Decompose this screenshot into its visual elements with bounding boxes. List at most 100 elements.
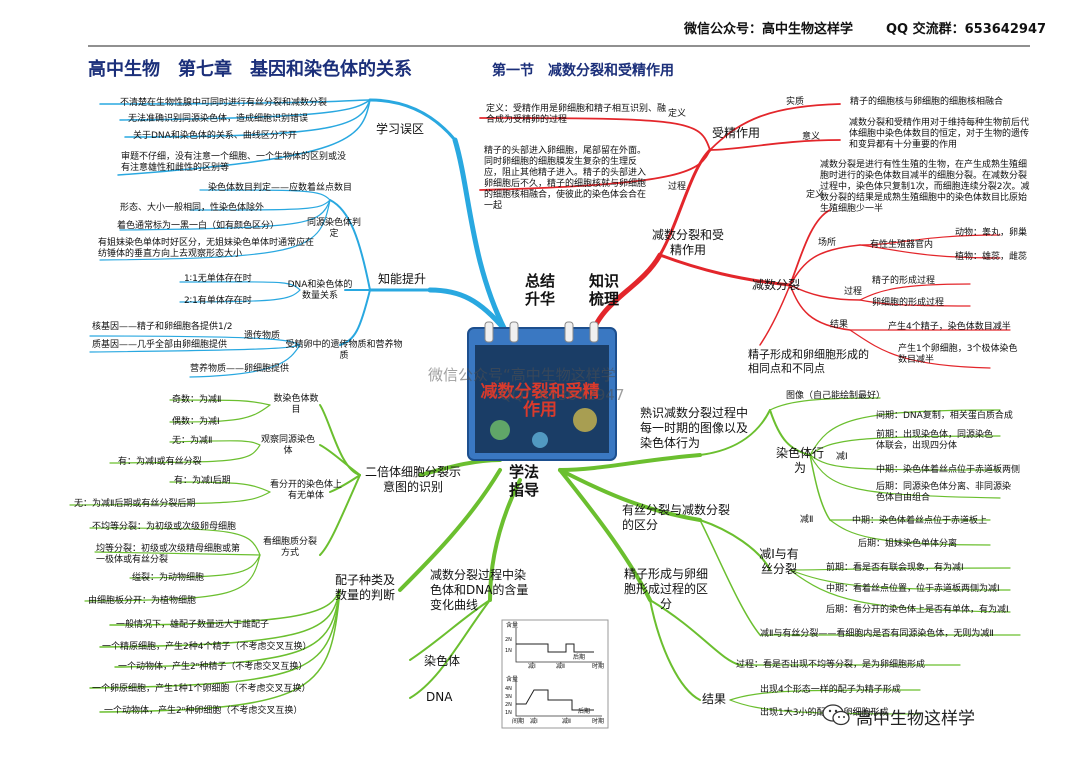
homolog-item: 染色体数目判定——应数着丝点数目 bbox=[208, 183, 353, 193]
node-observe-homolog: 观察同源染色体 bbox=[260, 435, 315, 456]
node-meiosis-fert: 减数分裂和受精作用 bbox=[651, 228, 724, 257]
section-title: 第一节 减数分裂和受精作用 bbox=[492, 63, 674, 79]
red-branches bbox=[479, 103, 1011, 369]
curve-chart bbox=[501, 619, 609, 729]
homolog-item: 有姐妹染色单体时好区分，无姐妹染色单体时通常应在纺锤体的垂直方向上去观察形态大小 bbox=[98, 238, 315, 259]
m1-vs-item: 中期：看着丝点位置，位于赤道板两侧为减Ⅰ bbox=[826, 584, 1000, 594]
m1-item: 后期：同源染色体分离、非同源染色体自由组合 bbox=[876, 482, 1012, 503]
chart-x-label: 减Ⅰ bbox=[528, 663, 536, 670]
cytoplasm-item: 不均等分裂：为初级或次级卵母细胞 bbox=[92, 522, 237, 532]
node-count-chrom: 数染色体数目 bbox=[273, 394, 319, 415]
node-learning-mistakes: 学习误区 bbox=[376, 122, 425, 136]
chart-x-label: 减Ⅱ bbox=[556, 663, 565, 670]
gamete-item: 一个动物体，产生2ⁿ种卵细胞（不考虑交叉互换） bbox=[104, 706, 303, 716]
curve-dna-label: DNA bbox=[426, 690, 453, 704]
node-dna-ratio: DNA和染色体的数量关系 bbox=[287, 280, 353, 301]
blue-branches bbox=[89, 98, 508, 378]
chart-tick: 2N bbox=[505, 702, 512, 708]
count-item: 奇数：为减Ⅱ bbox=[172, 395, 222, 405]
node-fert-meaning: 意义 bbox=[802, 132, 821, 142]
meiosis-result-item: 产生1个卵细胞，3个极体染色数目减半 bbox=[898, 344, 1018, 365]
homolog-item: 着色通常标为一黑一白（如有颜色区分） bbox=[117, 221, 280, 231]
meiosis-process-item: 卵细胞的形成过程 bbox=[872, 298, 945, 308]
gamete-item: 一个动物体，产生2ⁿ种精子（不考虑交叉互换） bbox=[118, 662, 308, 672]
fert-essence-text: 精子的细胞核与卵细胞的细胞核相融合 bbox=[850, 97, 1004, 107]
egg-item: 质基因——几乎全部由卵细胞提供 bbox=[92, 340, 228, 350]
chromosome-curve bbox=[515, 628, 602, 663]
images-figure: 图像（自己能绘制最好） bbox=[786, 391, 886, 401]
meiosis-process-item: 精子的形成过程 bbox=[872, 276, 936, 286]
meiosis-plant: 植物：雄蕊，雌蕊 bbox=[955, 252, 1028, 262]
homolog-observe-item: 无：为减Ⅱ bbox=[172, 436, 213, 446]
hub-knowledge: 知识梳理 bbox=[588, 272, 619, 308]
chart-axis bbox=[515, 628, 602, 663]
node-curves: 减数分裂过程中染色体和DNA的含量变化曲线 bbox=[430, 568, 529, 612]
sperm-egg-result-item: 出现4个形态一样的配子为精子形成 bbox=[760, 685, 901, 695]
node-homolog-judge: 同源染色体判定 bbox=[307, 218, 362, 239]
chart-x-label: 时期 bbox=[592, 718, 605, 725]
fert-process-text: 精子的头部进入卵细胞，尾部留在外面。同时卵细胞的细胞膜发生复杂的生理反应，阻止其… bbox=[484, 146, 647, 211]
meiosis-place-item: 有性生殖器官内 bbox=[870, 240, 934, 250]
curve-chrom-label: 染色体 bbox=[424, 654, 461, 668]
node-separated-single: 看分开的染色体上有无单体 bbox=[269, 480, 342, 501]
node-genetic-material: 遗传物质 bbox=[244, 331, 281, 341]
homolog-item: 形态、大小一般相同，性染色体除外 bbox=[120, 203, 265, 213]
chart-tick: 2N bbox=[505, 637, 512, 643]
footer-logo-text: 高中生物这样学 bbox=[856, 709, 975, 729]
m1-vs-item: 前期：看是否有联会现象，有为减Ⅰ bbox=[826, 563, 964, 573]
chart-y-title: 含量 bbox=[506, 622, 519, 629]
chart-x-label: 减Ⅰ bbox=[530, 718, 538, 725]
wechat-logo-icon bbox=[822, 704, 850, 726]
node-m1-vs-mitosis: 减Ⅰ与有丝分裂 bbox=[759, 547, 799, 576]
cytoplasm-item: 缢裂：为动物细胞 bbox=[132, 573, 205, 583]
center-image bbox=[467, 321, 617, 461]
gamete-item: 一般情况下，雄配子数量远大于雌配子 bbox=[116, 620, 270, 630]
m1-item: 间期：DNA复制，相关蛋白质合成 bbox=[876, 411, 1013, 421]
qq-label: QQ 交流群：653642947 bbox=[886, 22, 1047, 37]
gamete-item: 一个卵原细胞，产生1种1个卵细胞（不考虑交叉互换） bbox=[92, 684, 311, 694]
node-cytoplasm: 看细胞质分裂方式 bbox=[262, 537, 317, 558]
green-branches bbox=[69, 397, 1021, 715]
center-image-text: 减数分裂和受精作用 bbox=[480, 382, 600, 420]
mistake-item: 无法准确识别同源染色体，造成细胞识别错误 bbox=[128, 114, 309, 124]
hub-method: 学法指导 bbox=[508, 463, 539, 499]
mistake-item: 关于DNA和染色体的关系、曲线区分不开 bbox=[133, 131, 297, 141]
egg-item: 核基因——精子和卵细胞各提供1/2 bbox=[92, 322, 233, 332]
dna-ratio-item: 2∶1有单体存在时 bbox=[184, 296, 252, 306]
node-images: 熟识减数分裂过程中每一时期的图像以及染色体行为 bbox=[640, 406, 749, 450]
single-item: 有：为减Ⅰ后期 bbox=[174, 476, 231, 486]
node-meiosis-result: 结果 bbox=[830, 320, 849, 330]
cytoplasm-item: 均等分裂：初级或次级精母细胞或第一极体或有丝分裂 bbox=[96, 544, 241, 565]
watermark-wechat: 微信公众号“高中生物这样学 bbox=[428, 366, 616, 384]
node-ability: 知能提升 bbox=[378, 272, 427, 286]
chart-tick: 4N bbox=[505, 686, 512, 692]
fert-definition-text: 定义：受精作用是卵细胞和精子相互识别、融合成为受精卵的过程 bbox=[486, 104, 667, 125]
fert-meaning-text: 减数分裂和受精作用对于维持每种生物前后代体细胞中染色体数目的恒定，对于生物的遗传… bbox=[849, 118, 1030, 150]
chart-y-title: 含量 bbox=[506, 676, 519, 683]
mistake-item: 不清楚在生物性腺中可同时进行有丝分裂和减数分裂 bbox=[120, 98, 328, 108]
dna-curve bbox=[515, 680, 602, 717]
node-m1: 减Ⅰ bbox=[836, 452, 848, 462]
node-meiosis-process: 过程 bbox=[844, 287, 863, 297]
chromosome-line bbox=[516, 643, 594, 653]
cytoplasm-item: 由细胞板分开：为植物细胞 bbox=[88, 596, 197, 606]
node-diploid: 二倍体细胞分裂示意图的识别 bbox=[364, 465, 461, 494]
count-item: 偶数：为减Ⅰ bbox=[172, 417, 220, 427]
m1-item: 前期：出现染色体，同源染色体联会，出现四分体 bbox=[876, 430, 994, 451]
node-meiosis-definition: 定义 bbox=[806, 190, 825, 200]
node-fert-essence: 实质 bbox=[786, 97, 805, 107]
chart-axis bbox=[515, 680, 602, 717]
m2-item: 中期：染色体着丝点位于赤道板上 bbox=[852, 516, 988, 526]
wechat-label: 微信公众号：高中生物这样学 bbox=[684, 22, 854, 37]
m1-item: 中期：染色体着丝点位于赤道板两侧 bbox=[876, 465, 1021, 475]
m2-item: 后期：姐妹染色单体分离 bbox=[858, 539, 958, 549]
chart-x-label: 后期 bbox=[578, 708, 591, 715]
node-fertilization: 受精作用 bbox=[712, 126, 761, 140]
node-fert-definition: 定义 bbox=[668, 109, 687, 119]
single-item: 无：为减Ⅱ后期或有丝分裂后期 bbox=[74, 499, 196, 509]
chart-tick: 3N bbox=[505, 694, 512, 700]
node-sperm-egg: 精子形成与卵细胞形成过程的区分 bbox=[623, 567, 708, 611]
meiosis-animal: 动物：睾丸，卵巢 bbox=[955, 228, 1028, 238]
chart-tick: 1N bbox=[505, 710, 512, 716]
node-egg-material: 受精卵中的遗传物质和营养物质 bbox=[285, 340, 403, 361]
